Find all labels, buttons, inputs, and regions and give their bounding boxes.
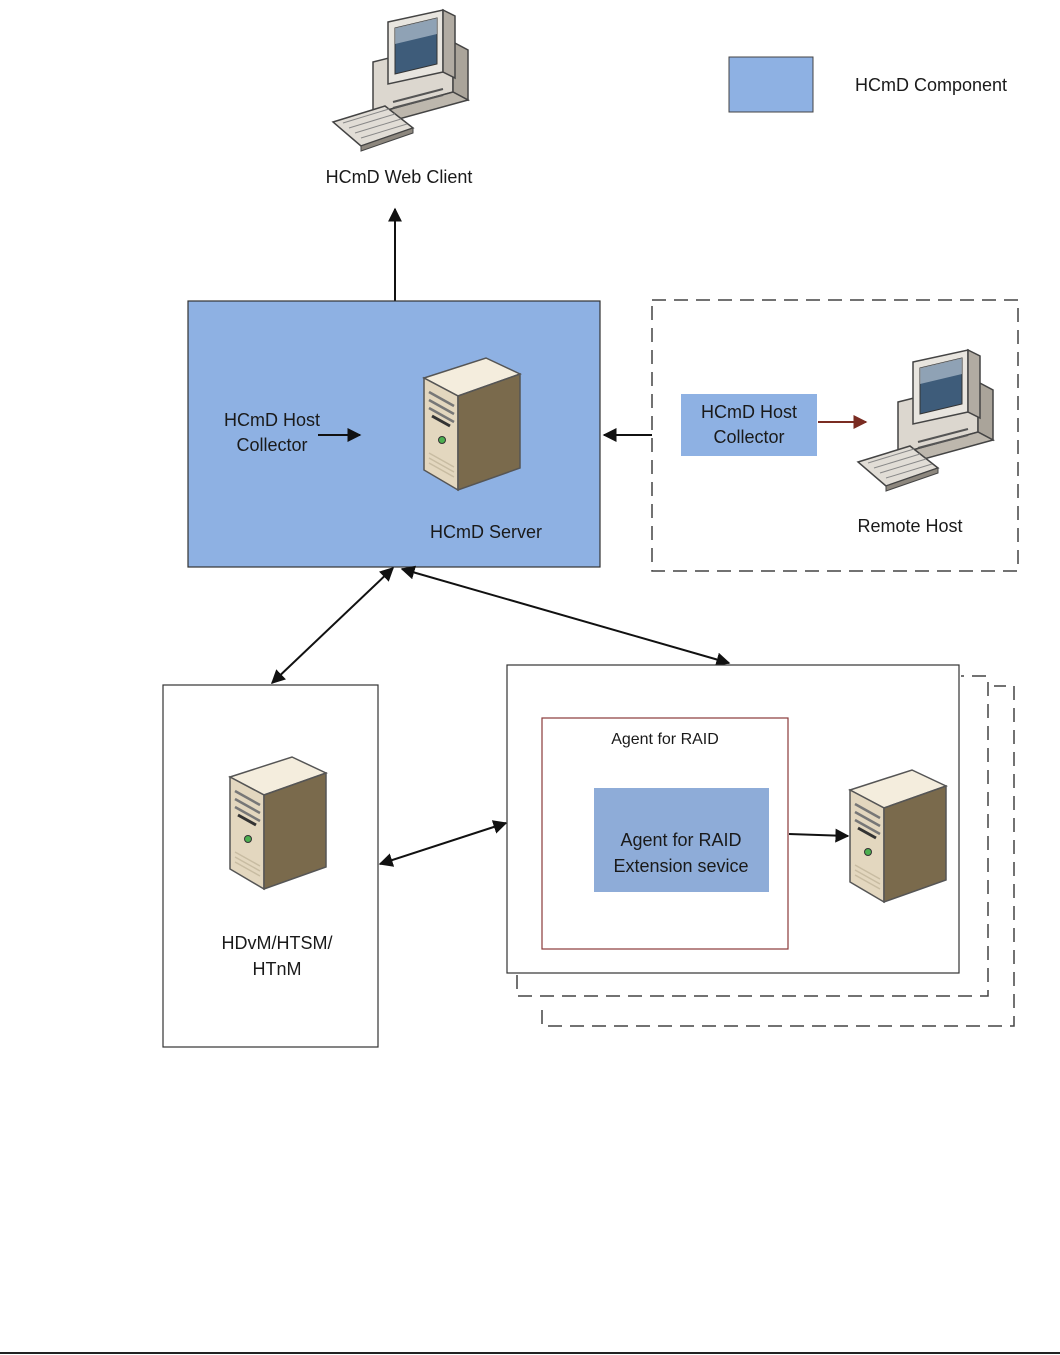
- agent-extension-box: [594, 788, 769, 892]
- agent-extension-line1: Agent for RAID: [620, 830, 741, 850]
- agent-host-stack-back: [541, 685, 1015, 1027]
- server-tower-icon: [422, 356, 522, 492]
- server-storage-manager-arrow: [270, 567, 395, 684]
- hcmd-server-box: [187, 300, 601, 568]
- server-collector-line1: HCmD Host: [224, 410, 320, 430]
- remote-collector-box: [681, 394, 817, 456]
- server-tower-icon: [848, 768, 948, 904]
- agent-extension-line2: Extension sevice: [613, 856, 748, 876]
- server-collector-line2: Collector: [236, 435, 307, 455]
- remote-collector-line1: HCmD Host: [701, 402, 797, 422]
- remote-host-box: [651, 299, 1019, 572]
- server-tower-icon: [228, 755, 328, 891]
- web-client-label: HCmD Web Client: [326, 167, 473, 187]
- agent-host-stack-middle: [516, 675, 989, 997]
- storage-manager-line1: HDvM/HTSM/: [222, 933, 333, 953]
- storage-manager-line2: HTnM: [253, 959, 302, 979]
- legend-label: HCmD Component: [855, 75, 1007, 95]
- desktop-computer-icon: [857, 349, 994, 492]
- extension-to-host-arrow: [788, 828, 850, 843]
- storage-manager-agent-arrow: [378, 820, 508, 867]
- remote-collector-line2: Collector: [713, 427, 784, 447]
- desktop-computer-icon: [332, 9, 469, 152]
- remote-host-label: Remote Host: [857, 516, 962, 536]
- agent-for-raid-title: Agent for RAID: [611, 731, 719, 748]
- server-agent-arrow: [400, 565, 731, 667]
- legend-swatch: [728, 56, 814, 113]
- server-label: HCmD Server: [430, 522, 542, 542]
